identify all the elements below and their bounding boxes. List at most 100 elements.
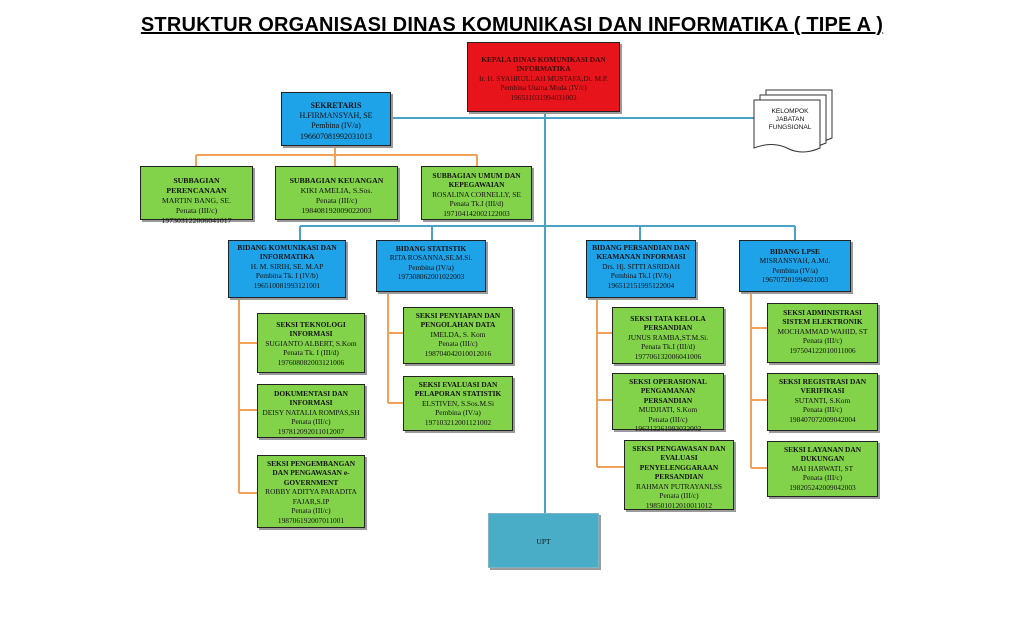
seksi-name: MAI HARWATI, ST (791, 463, 854, 473)
seksi-nip: 196312261993032002 (634, 424, 702, 434)
sekretaris-box: SEKRETARIS H.FIRMANSYAH, SE Pembina (IV/… (281, 92, 391, 146)
seksi-evaluasi-statistik-box: SEKSI EVALUASI DAN PELAPORAN STATISTIK E… (403, 376, 513, 431)
seksi-nip: 197706132006041006 (634, 351, 702, 361)
bidang-rank: Pembina Tk.I (IV/b) (610, 271, 672, 281)
sekretaris-nip: 196607081992031013 (300, 131, 372, 141)
bidang-name: RITA ROSANNA,SE.M.Si. (389, 253, 473, 263)
seksi-title: SEKSI TEKNOLOGI INFORMASI (276, 320, 346, 339)
subbagian-name: KIKI AMELIA, S.Sos. (300, 185, 373, 195)
seksi-nip: 197812092011012007 (277, 426, 345, 436)
kepala-rank: Pembina Utama Muda (IV/c) (500, 83, 587, 93)
subbagian-umum-box: SUBBAGIAN UMUM DAN KEPEGAWAIAN ROSALINA … (421, 166, 532, 220)
bidang-title: BIDANG KOMUNIKASI DAN INFORMATIKA (237, 243, 337, 262)
seksi-nip: 197504122010011006 (789, 345, 856, 355)
seksi-name: DEISY NATALIA ROMPAS,SH (262, 407, 360, 417)
document-stack-icon (753, 89, 833, 153)
bidang-name: MISRANSYAH, A.Md. (759, 256, 831, 266)
bidang-rank: Pembina Tk. I (IV/b) (255, 271, 319, 281)
kepala-title: KEPALA DINAS KOMUNIKASI DAN INFORMATIKA (481, 55, 606, 74)
seksi-rank: Penata (III/c) (648, 414, 688, 424)
seksi-pengawasan-box: SEKSI PENGAWASAN DAN EVALUASI PENYELENGG… (624, 440, 734, 510)
kepala-nip: 196511031994031003 (510, 92, 577, 102)
seksi-name: SUGIANTO ALBERT, S.Kom (265, 338, 357, 348)
bidang-nip: 196707201994021003 (761, 275, 829, 285)
subbagian-name: ROSALINA CORNELLY, SE (432, 189, 521, 199)
subbagian-title: SUBBAGIAN KEUANGAN (289, 176, 384, 185)
seksi-rank: Penata Tk.I (III/d) (641, 342, 695, 352)
bidang-persandian-box: BIDANG PERSANDIAN DAN KEAMANAN INFORMASI… (586, 240, 696, 298)
seksi-title: SEKSI REGISTRASI DAN VERIFIKASI (778, 377, 867, 396)
seksi-nip: 197103212001121002 (424, 417, 492, 427)
seksi-name: IMELDA, S. Kom (430, 329, 486, 339)
seksi-name: ELSTIVEN, S.Sos.M.Si (421, 398, 495, 408)
subbagian-title: SUBBAGIAN UMUM DAN KEPEGAWAIAN (432, 171, 521, 190)
seksi-rank: Penata (III/c) (291, 506, 331, 516)
seksi-registrasi-box: SEKSI REGISTRASI DAN VERIFIKASI SUTANTI,… (767, 373, 878, 431)
seksi-nip: 197608082003121006 (277, 357, 345, 367)
seksi-title: SEKSI TATA KELOLA PERSANDIAN (630, 314, 706, 333)
sekretaris-title: SEKRETARIS (310, 101, 362, 110)
seksi-rank: Penata (III/c) (802, 336, 843, 346)
seksi-name: MUDJIATI, S.Kom (638, 405, 698, 415)
subbagian-perencanaan-box: SUBBAGIAN PERENCANAAN MARTIN BANG, SE. P… (140, 166, 253, 225)
seksi-rank: Penata (III/c) (291, 417, 331, 427)
subbagian-nip: 197104142002122003 (443, 208, 510, 218)
seksi-administrasi-box: SEKSI ADMINISTRASI SISTEM ELEKTRONIK MOC… (767, 303, 878, 363)
subbagian-rank: Penata (III/c) (315, 195, 358, 205)
subbagian-nip: 197303122006041017 (161, 215, 232, 225)
seksi-layanan-box: SEKSI LAYANAN DAN DUKUNGAN MAI HARWATI, … (767, 441, 878, 497)
seksi-nip: 198205242009042003 (789, 482, 856, 492)
seksi-nip: 198706192007011001 (277, 515, 345, 525)
bidang-rank: Pembina (IV/a) (408, 262, 454, 272)
seksi-rank: Pembina (IV/a) (435, 408, 481, 418)
seksi-name: ROBBY ADITYA PARADITA FAJAR,S.IP (265, 487, 357, 506)
sekretaris-rank: Pembina (IV/a) (311, 121, 361, 131)
seksi-title: DOKUMENTASI DAN INFORMASI (274, 389, 348, 408)
seksi-nip: 198407072009042004 (789, 414, 856, 424)
seksi-name: MOCHAMMAD WAHID, ST (777, 326, 868, 336)
seksi-rank: Penata Tk. I (III/d) (283, 348, 339, 358)
bidang-nip: 196512151995122004 (607, 280, 675, 290)
bidang-statistik-box: BIDANG STATISTIK RITA ROSANNA,SE.M.Si. P… (376, 240, 486, 292)
seksi-rank: Penata (III/c) (438, 339, 478, 349)
subbagian-keuangan-box: SUBBAGIAN KEUANGAN KIKI AMELIA, S.Sos. P… (275, 166, 398, 220)
sekretaris-name: H.FIRMANSYAH, SE (299, 111, 373, 121)
subbagian-rank: Penata (III/c) (175, 205, 218, 215)
seksi-title: SEKSI PENGAWASAN DAN EVALUASI PENYELENGG… (632, 444, 726, 482)
kelompok-jabatan-label: KELOMPOK JABATAN FUNGSIONAL (768, 108, 812, 132)
seksi-rank: Penata (III/c) (659, 491, 699, 501)
kepala-dinas-box: KEPALA DINAS KOMUNIKASI DAN INFORMATIKA … (467, 42, 620, 112)
seksi-title: SEKSI EVALUASI DAN PELAPORAN STATISTIK (414, 380, 502, 399)
seksi-pengolahan-data-box: SEKSI PENYIAPAN DAN PENGOLAHAN DATA IMEL… (403, 307, 513, 364)
bidang-lpse-box: BIDANG LPSE MISRANSYAH, A.Md. Pembina (I… (739, 240, 851, 292)
bidang-kominfo-box: BIDANG KOMUNIKASI DAN INFORMATIKA H. M. … (228, 240, 346, 298)
upt-box: UPT (488, 513, 599, 568)
seksi-title: SEKSI PENYIAPAN DAN PENGOLAHAN DATA (415, 311, 501, 330)
seksi-operasional-box: SEKSI OPERASIONAL PENGAMANAN PERSANDIAN … (612, 373, 724, 434)
kepala-name: Ir. H. SYAHRULLAH MUSTAFA,Dt. M.P. (478, 73, 609, 83)
bidang-nip: 196510081993121001 (253, 280, 321, 290)
subbagian-name: MARTIN BANG, SE. (161, 195, 232, 205)
bidang-name: H. M. SIRIH, SE. M.AP (250, 261, 324, 271)
seksi-title: SEKSI OPERASIONAL PENGAMANAN PERSANDIAN (629, 377, 707, 405)
seksi-rank: Penata (III/c) (802, 473, 843, 483)
chart-title: STRUKTUR ORGANISASI DINAS KOMUNIKASI DAN… (140, 14, 884, 36)
seksi-egovernment-box: SEKSI PENGEMBANGAN DAN PENGAWASAN e-GOVE… (257, 455, 365, 528)
bidang-nip: 197308062001022003 (397, 272, 465, 282)
bidang-title: BIDANG STATISTIK (395, 244, 467, 253)
seksi-title: SEKSI LAYANAN DAN DUKUNGAN (783, 445, 862, 464)
upt-label: UPT (536, 537, 551, 546)
bidang-rank: Pembina (IV/a) (772, 265, 818, 275)
seksi-name: JUNUS RAMBA,ST.M.Si. (627, 332, 709, 342)
seksi-nip: 198704042010012016 (424, 348, 492, 358)
seksi-dokumentasi-box: DOKUMENTASI DAN INFORMASI DEISY NATALIA … (257, 384, 365, 438)
seksi-teknologi-informasi-box: SEKSI TEKNOLOGI INFORMASI SUGIANTO ALBER… (257, 313, 365, 373)
bidang-name: Drs. Hj. SITTI ASRIDAH (602, 261, 680, 271)
seksi-name: RAHMAN PUTRAYANI,SS (636, 481, 722, 491)
bidang-title: BIDANG PERSANDIAN DAN KEAMANAN INFORMASI (592, 243, 690, 262)
subbagian-title: SUBBAGIAN PERENCANAAN (166, 176, 227, 195)
subbagian-rank: Penata Tk.I (III/d) (449, 199, 504, 209)
subbagian-nip: 198408192009022003 (301, 205, 372, 215)
seksi-name: SUTANTI, S.Kom (794, 395, 851, 405)
